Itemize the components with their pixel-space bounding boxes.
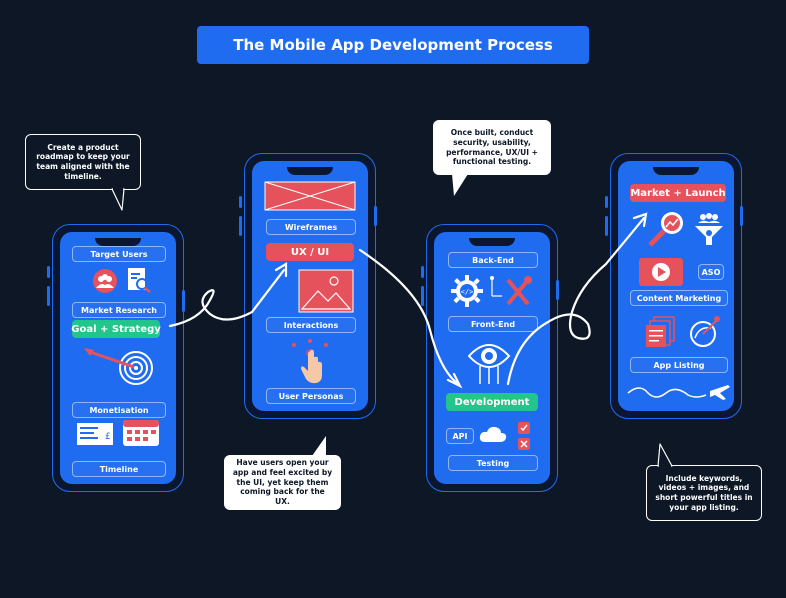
monetisation-label: Monetisation [72,402,166,418]
goal-strategy-label: Goal + Strategy [71,320,161,338]
diagram-title: The Mobile App Development Process [197,26,589,64]
wireframes-label: Wireframes [266,219,356,235]
gear-code-icon: </> [451,275,483,307]
tools-icon [490,276,532,306]
research-document-icon [128,268,151,293]
user-personas-label: User Personas [266,388,356,404]
documents-icon [646,316,675,347]
phone-launch: Market + Launch ASO Content Marketing [610,153,742,419]
arrow-ux-to-development [358,248,460,386]
calendar-icon [123,420,159,446]
phone-screen: Market + Launch ASO Content Marketing [618,161,734,411]
phone-development: Back-End </> Front-End [426,224,558,492]
invoice-icon: £ [77,423,113,445]
testing-label: Testing [448,455,538,471]
market-launch-label: Market + Launch [630,184,726,202]
svg-text:</>: </> [461,288,474,296]
phone-design: Wireframes UX / UI Interactions User Per… [244,153,376,419]
phone-screen: Back-End </> Front-End [434,232,550,484]
users-icon [93,269,117,293]
svg-text:£: £ [105,432,111,442]
phone-planning: Target Users Market Research Goal + Stra… [52,224,184,492]
eye-icon [467,344,511,384]
aso-label: ASO [698,264,724,280]
satellite-icon [690,316,720,347]
api-label: API [446,428,474,444]
callout-roadmap: Create a product roadmap to keep your te… [25,134,141,190]
airplane-icon [627,385,730,400]
app-listing-label: App Listing [630,357,728,373]
back-end-label: Back-End [448,252,538,268]
timeline-label: Timeline [72,461,166,477]
market-research-label: Market Research [72,302,166,318]
hand-tap-icon [292,339,328,384]
interactions-label: Interactions [266,317,356,333]
development-label: Development [446,393,538,411]
callout-listing: Include keywords, videos + images, and s… [646,465,762,521]
video-play-icon [639,258,683,286]
checklist-icon [518,422,530,450]
ux-ui-label: UX / UI [266,243,354,261]
image-placeholder-icon [298,269,354,313]
cloud-icon [479,426,507,442]
arrow-goal-to-ux [168,268,286,328]
target-users-label: Target Users [72,246,166,262]
content-marketing-label: Content Marketing [630,290,728,306]
arrow-development-to-launch [506,216,646,386]
funnel-users-icon [695,213,723,245]
phone-screen: Target Users Market Research Goal + Stra… [60,232,176,484]
callout-testing: Once built, conduct security, usability,… [433,120,551,175]
growth-magnifier-icon [648,212,683,247]
target-icon [84,348,153,385]
wireframe-icon [264,181,356,211]
callout-ux: Have users open your app and feel excite… [224,455,341,510]
front-end-label: Front-End [448,316,538,332]
